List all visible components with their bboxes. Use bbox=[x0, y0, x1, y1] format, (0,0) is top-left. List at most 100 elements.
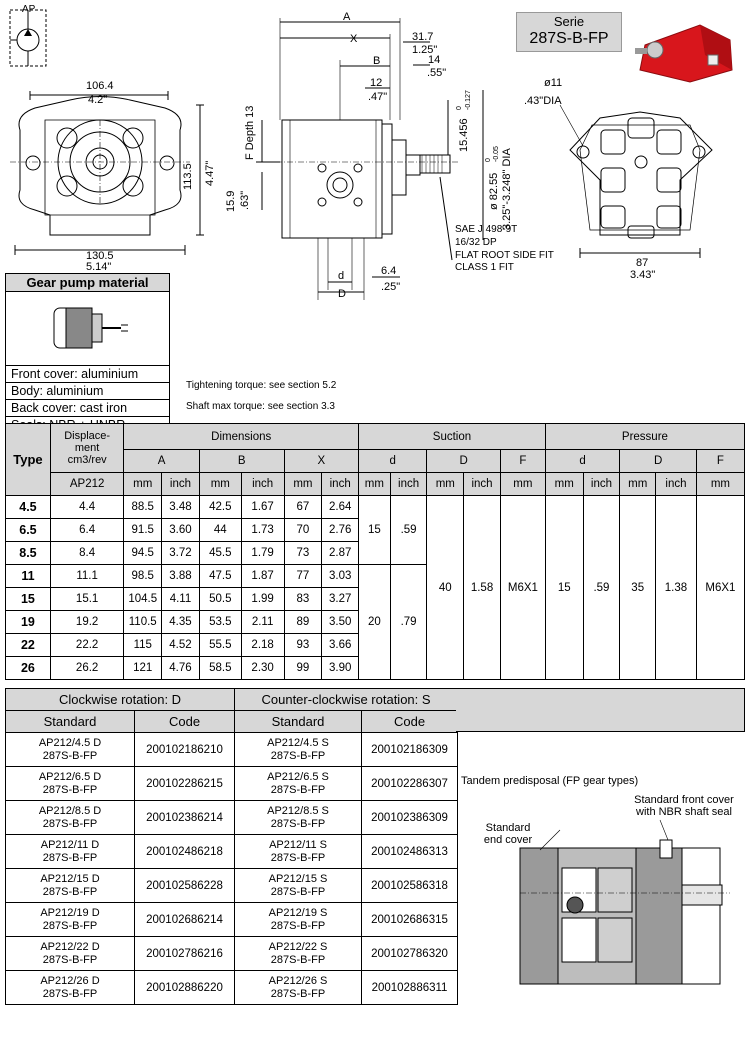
spline-line-4: CLASS 1 FIT bbox=[455, 262, 514, 273]
material-title: Gear pump material bbox=[6, 274, 169, 292]
cell-suction-F: M6X1 bbox=[499, 495, 546, 680]
cell-cw-code: 200102386214 bbox=[133, 800, 236, 835]
cell-X-mm: 77 bbox=[283, 564, 323, 588]
series-code: 287S-B-FP bbox=[42, 987, 98, 1000]
dim-B: B bbox=[373, 55, 380, 67]
th-B: B bbox=[198, 449, 285, 473]
cell-A-mm: 94.5 bbox=[123, 541, 163, 565]
cell-pressure-F: M6X1 bbox=[695, 495, 746, 680]
order-table-header-filler bbox=[456, 688, 745, 732]
th-unit: mm bbox=[283, 472, 323, 496]
th-standard: Standard bbox=[234, 710, 363, 733]
th-pressure-d: d bbox=[544, 449, 621, 473]
cell-B-mm: 55.5 bbox=[198, 633, 242, 657]
model-code: AP212/22 S bbox=[268, 940, 328, 953]
model-code: AP212/8.5 S bbox=[267, 804, 329, 817]
cell-A-inch: 4.35 bbox=[161, 610, 200, 634]
cell-ccw-code: 200102286307 bbox=[361, 766, 459, 801]
th-X: X bbox=[283, 449, 360, 473]
cell-type: 6.5 bbox=[5, 518, 51, 542]
material-row: Back cover: cast iron bbox=[6, 400, 169, 417]
front-view-drawing bbox=[10, 91, 204, 255]
dim-31-7: 31.7 bbox=[412, 31, 433, 43]
spec-table: Type Displace- ment cm3/rev Dimensions S… bbox=[5, 423, 746, 680]
cell-type: 19 bbox=[5, 610, 51, 634]
tandem-section-drawing bbox=[519, 839, 730, 985]
model-code: AP212/4.5 D bbox=[38, 736, 102, 749]
cell-suction-d-mm: 15 bbox=[358, 495, 391, 565]
cell-A-mm: 121 bbox=[123, 656, 163, 680]
cell-suction-d-inch: .59 bbox=[389, 495, 428, 565]
cell-A-inch: 3.60 bbox=[161, 518, 200, 542]
tandem-label-front-line: with NBR shaft seal bbox=[636, 806, 732, 818]
cell-B-inch: 2.30 bbox=[240, 656, 285, 680]
th-suction-D: D bbox=[426, 449, 501, 473]
series-code: 287S-B-FP bbox=[42, 851, 98, 864]
front-dim-side-mm: 113.5 bbox=[182, 163, 194, 190]
series-code: 287S-B-FP bbox=[270, 919, 326, 932]
series-code: 287S-B-FP bbox=[42, 953, 98, 966]
cell-B-mm: 45.5 bbox=[198, 541, 242, 565]
th-code: Code bbox=[133, 710, 236, 733]
cell-ccw-code: 200102686315 bbox=[361, 902, 459, 937]
cell-cw-code: 200102786216 bbox=[133, 936, 236, 971]
th-pressure: Pressure bbox=[544, 423, 746, 450]
dim-47: .47" bbox=[368, 91, 387, 103]
rear-hole-mm: ø11 bbox=[544, 77, 562, 89]
series-code: 287S-B-FP bbox=[42, 919, 98, 932]
th-suction-d: d bbox=[358, 449, 428, 473]
dim-63: .63" bbox=[239, 191, 251, 210]
th-suction: Suction bbox=[358, 423, 546, 450]
cell-B-mm: 47.5 bbox=[198, 564, 242, 588]
dim-A: A bbox=[343, 11, 351, 23]
dim-15-9: 15.9 bbox=[225, 191, 237, 212]
cell-displacement: 4.4 bbox=[49, 495, 125, 519]
model-code: AP212/15 S bbox=[268, 872, 328, 885]
th-unit: inch bbox=[655, 472, 697, 496]
model-code: AP212/8.5 D bbox=[38, 804, 102, 817]
model-code: AP212/11 S bbox=[269, 838, 327, 851]
model-code: AP212/22 D bbox=[40, 940, 100, 953]
cell-B-inch: 1.73 bbox=[240, 518, 285, 542]
front-dim-top-in: 4.2" bbox=[88, 94, 107, 106]
cell-cw-code: 200102886220 bbox=[133, 970, 236, 1005]
cell-X-inch: 3.27 bbox=[321, 587, 360, 611]
cell-B-mm: 53.5 bbox=[198, 610, 242, 634]
material-pump-sketch bbox=[6, 292, 169, 366]
cell-suction-D-mm: 40 bbox=[426, 495, 465, 680]
cell-pressure-d-mm: 15 bbox=[544, 495, 584, 680]
th-unit: inch bbox=[389, 472, 428, 496]
cell-type: 26 bbox=[5, 656, 51, 680]
cell-displacement: 19.2 bbox=[49, 610, 125, 634]
th-unit: inch bbox=[161, 472, 200, 496]
th-dimensions: Dimensions bbox=[123, 423, 360, 450]
spline-line-2: 16/32 DP bbox=[455, 237, 497, 248]
cell-B-mm: 42.5 bbox=[198, 495, 242, 519]
th-counter-clockwise: Counter-clockwise rotation: S bbox=[234, 688, 459, 711]
cell-displacement: 22.2 bbox=[49, 633, 125, 657]
series-code: 287S-B-FP bbox=[270, 885, 326, 898]
note-tightening: Tightening torque: see section 5.2 bbox=[186, 380, 337, 391]
pump-side-sketch bbox=[53, 307, 128, 349]
cell-ccw-code: 200102186309 bbox=[361, 732, 459, 767]
series-code: 287S-B-FP bbox=[270, 987, 326, 1000]
cell-X-mm: 99 bbox=[283, 656, 323, 680]
th-standard: Standard bbox=[5, 710, 135, 733]
cell-ccw-code: 200102786320 bbox=[361, 936, 459, 971]
dim-d: d bbox=[338, 270, 344, 282]
series-code: 287S-B-FP bbox=[270, 817, 326, 830]
th-ap212: AP212 bbox=[49, 472, 125, 496]
cell-X-mm: 73 bbox=[283, 541, 323, 565]
